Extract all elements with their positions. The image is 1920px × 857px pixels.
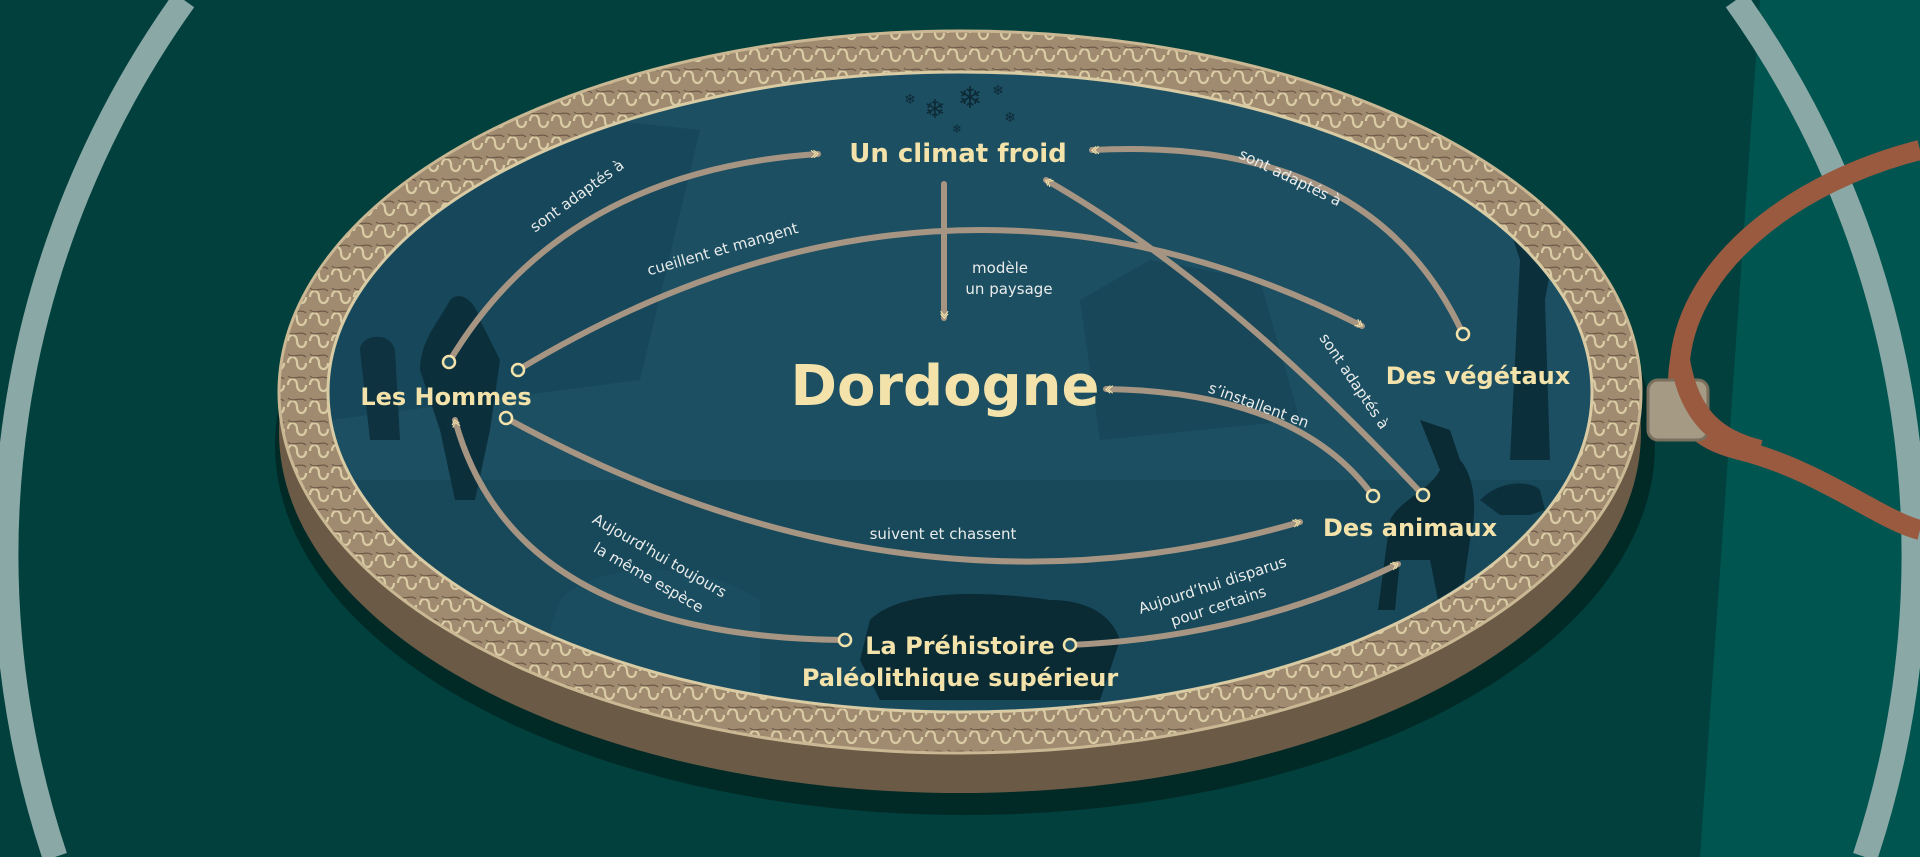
arrow-prehistory-animals [1067,561,1401,648]
node-center: Dordogne [790,354,1099,419]
reindeer-silhouette [1378,420,1475,610]
svg-text:❄: ❄ [952,122,962,136]
wolf-silhouette [1480,483,1545,515]
arrow-prehistory-humans [451,417,848,643]
node-prehistory-line2: Paléolithique supérieur [802,664,1119,692]
svg-text:❄: ❄ [992,83,1004,99]
node-animals: Des animaux [1323,514,1498,542]
node-humans: Les Hommes [360,383,531,411]
node-climate: Un climat froid [849,139,1067,169]
link-origin [1365,488,1381,504]
background-right-panel [1700,0,1920,857]
node-plants: Des végétaux [1386,362,1571,390]
arrow-plants-climate [1089,145,1466,337]
svg-text:❄: ❄ [957,81,982,116]
arrow-humans-animals [503,415,1303,565]
link-origin [498,410,514,426]
rhino-silhouette [860,594,1120,700]
node-prehistory-line1: La Préhistoire [865,632,1054,660]
strap-front [1670,358,1763,460]
svg-text:❄: ❄ [904,92,916,108]
label-humans-animals: suivent et chassent [870,525,1017,543]
link-origin [1062,637,1078,653]
background-ring-right [1725,0,1920,857]
link-origin [510,362,526,378]
label-climate-center-2: un paysage [965,280,1052,298]
svg-text:❄: ❄ [1004,110,1016,126]
hunter-silhouette [420,296,500,500]
arrow-animals-center [1103,385,1376,499]
link-origin [837,632,853,648]
arrow-humans-climate [446,149,821,365]
snowflake-icon: ❄❄❄ ❄❄❄ [904,81,1016,136]
link-origin [1415,487,1431,503]
background-ring-left [0,0,195,857]
arrow-animals-climate [1043,177,1426,498]
link-origin [441,354,457,370]
companion-silhouette [360,336,400,440]
arrows [441,145,1471,653]
svg-text:❄: ❄ [924,95,946,125]
label-climate-center-1: modèle [972,259,1028,277]
link-origin [1455,326,1471,342]
